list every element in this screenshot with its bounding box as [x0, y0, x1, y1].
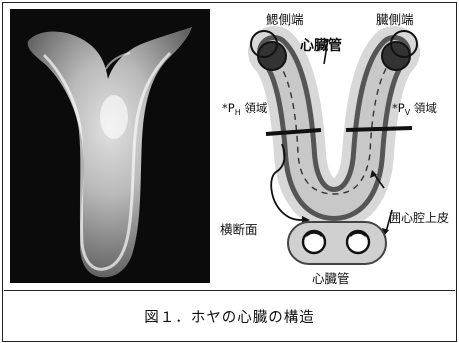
- ph-region-label: *PH 領域: [222, 101, 268, 117]
- heart-diagram: 鰓側端 臓側端 心臓管 *PH 領域 *PV 領域 囲心腔上皮 横断面 心臓管: [216, 4, 456, 288]
- figure-caption: 図１．ホヤの心臓の構造: [144, 306, 315, 327]
- heart-photo-drawing: [10, 9, 210, 283]
- heart-tube-title-label: 心臓管: [300, 37, 342, 54]
- pv-region-label: *PV 領域: [392, 101, 437, 117]
- figure-caption-box: 図１．ホヤの心臓の構造: [4, 290, 455, 341]
- heart-diagram-drawing: 鰓側端 臓側端 心臓管 *PH 領域 *PV 領域 囲心腔上皮 横断面 心臓管: [216, 4, 456, 288]
- branchial-end-label: 鰓側端: [266, 12, 304, 27]
- section-bar-right: [346, 128, 412, 130]
- pericardium-label: 囲心腔上皮: [389, 210, 449, 225]
- heart-tube-bottom-label: 心臓管: [312, 271, 350, 286]
- figure-panels: 鰓側端 臓側端 心臓管 *PH 領域 *PV 領域 囲心腔上皮 横断面 心臓管: [4, 4, 456, 288]
- visceral-end-label: 臓側端: [376, 12, 414, 27]
- cross-section-label: 横断面: [220, 222, 258, 237]
- heart-photograph: [10, 9, 210, 283]
